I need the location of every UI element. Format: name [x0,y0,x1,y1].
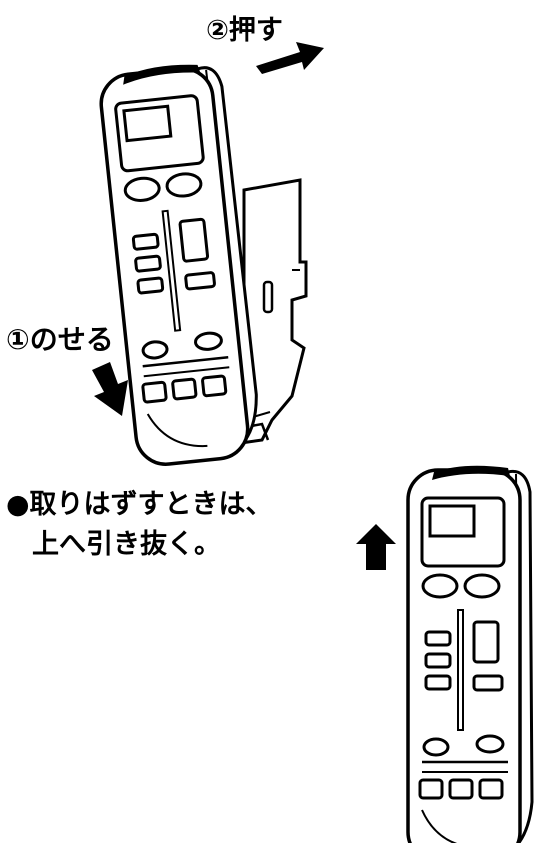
arrow-down-icon [92,362,128,416]
removal-instruction-line1: ●取りはずすときは、 [6,489,273,520]
arrow-up-icon [356,524,396,570]
step-push-label: ②押す [206,15,283,46]
arrow-right-up-icon [256,42,324,74]
remote-control-bottom [406,464,534,843]
removal-instruction-line2: 上へ引き抜く。 [32,529,221,560]
step-place-label: ①のせる [6,323,114,356]
removal-instruction: ●取りはずすときは、 上へ引き抜く。 [6,485,273,565]
